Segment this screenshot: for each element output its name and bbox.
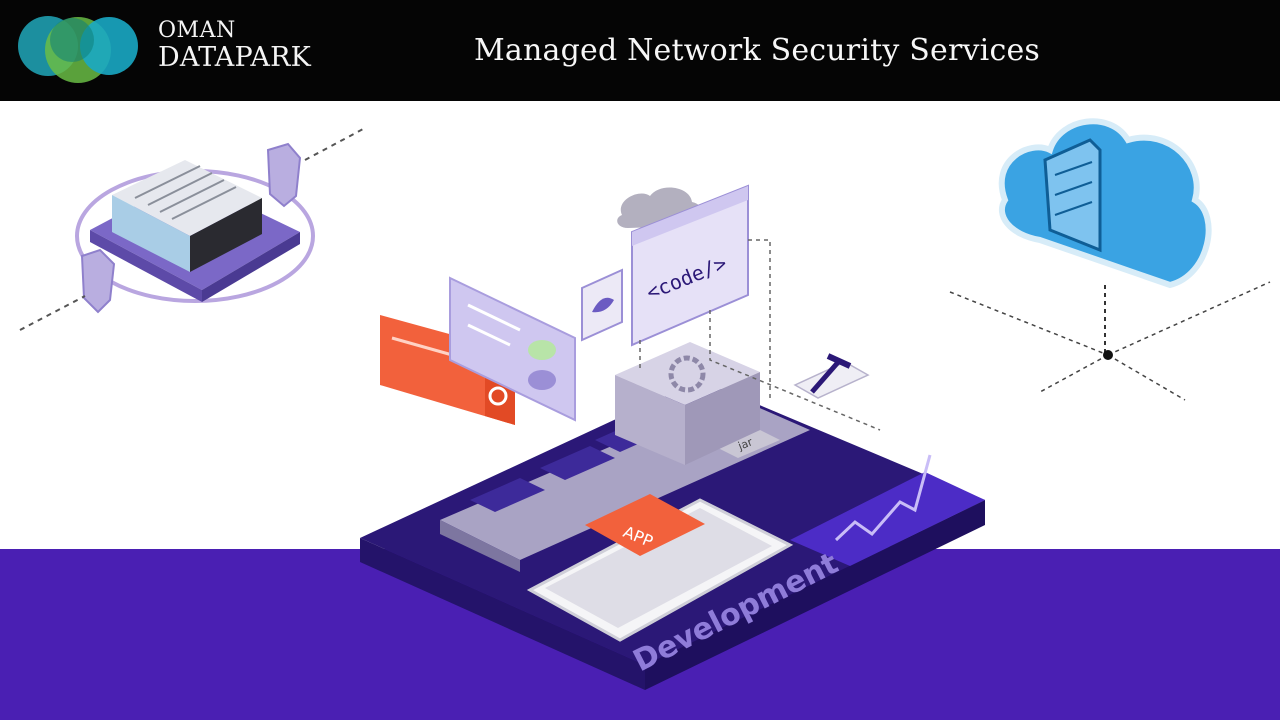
page-title: Managed Network Security Services [474, 33, 1041, 68]
data-center-icon [19, 127, 366, 331]
phone-app-icon: APP [526, 494, 794, 642]
oman-datapark-logo-icon [18, 16, 138, 83]
tools-icon [793, 353, 870, 399]
development-illustration: Development jar APP [19, 118, 1271, 690]
cloud-server-icon [949, 118, 1271, 401]
logo-line-2: DATAPARK [158, 42, 311, 73]
code-window-icon: <code/> [617, 184, 881, 431]
logo-line-1: OMAN [158, 18, 236, 43]
header-bar: OMAN DATAPARK Managed Network Security S… [0, 0, 1280, 101]
jar-label: jar [735, 435, 755, 453]
gear-machine [615, 342, 760, 465]
company-logo-text: OMAN DATAPARK [158, 18, 311, 73]
settings-panel-icon [449, 276, 576, 422]
swift-icon [581, 268, 623, 342]
